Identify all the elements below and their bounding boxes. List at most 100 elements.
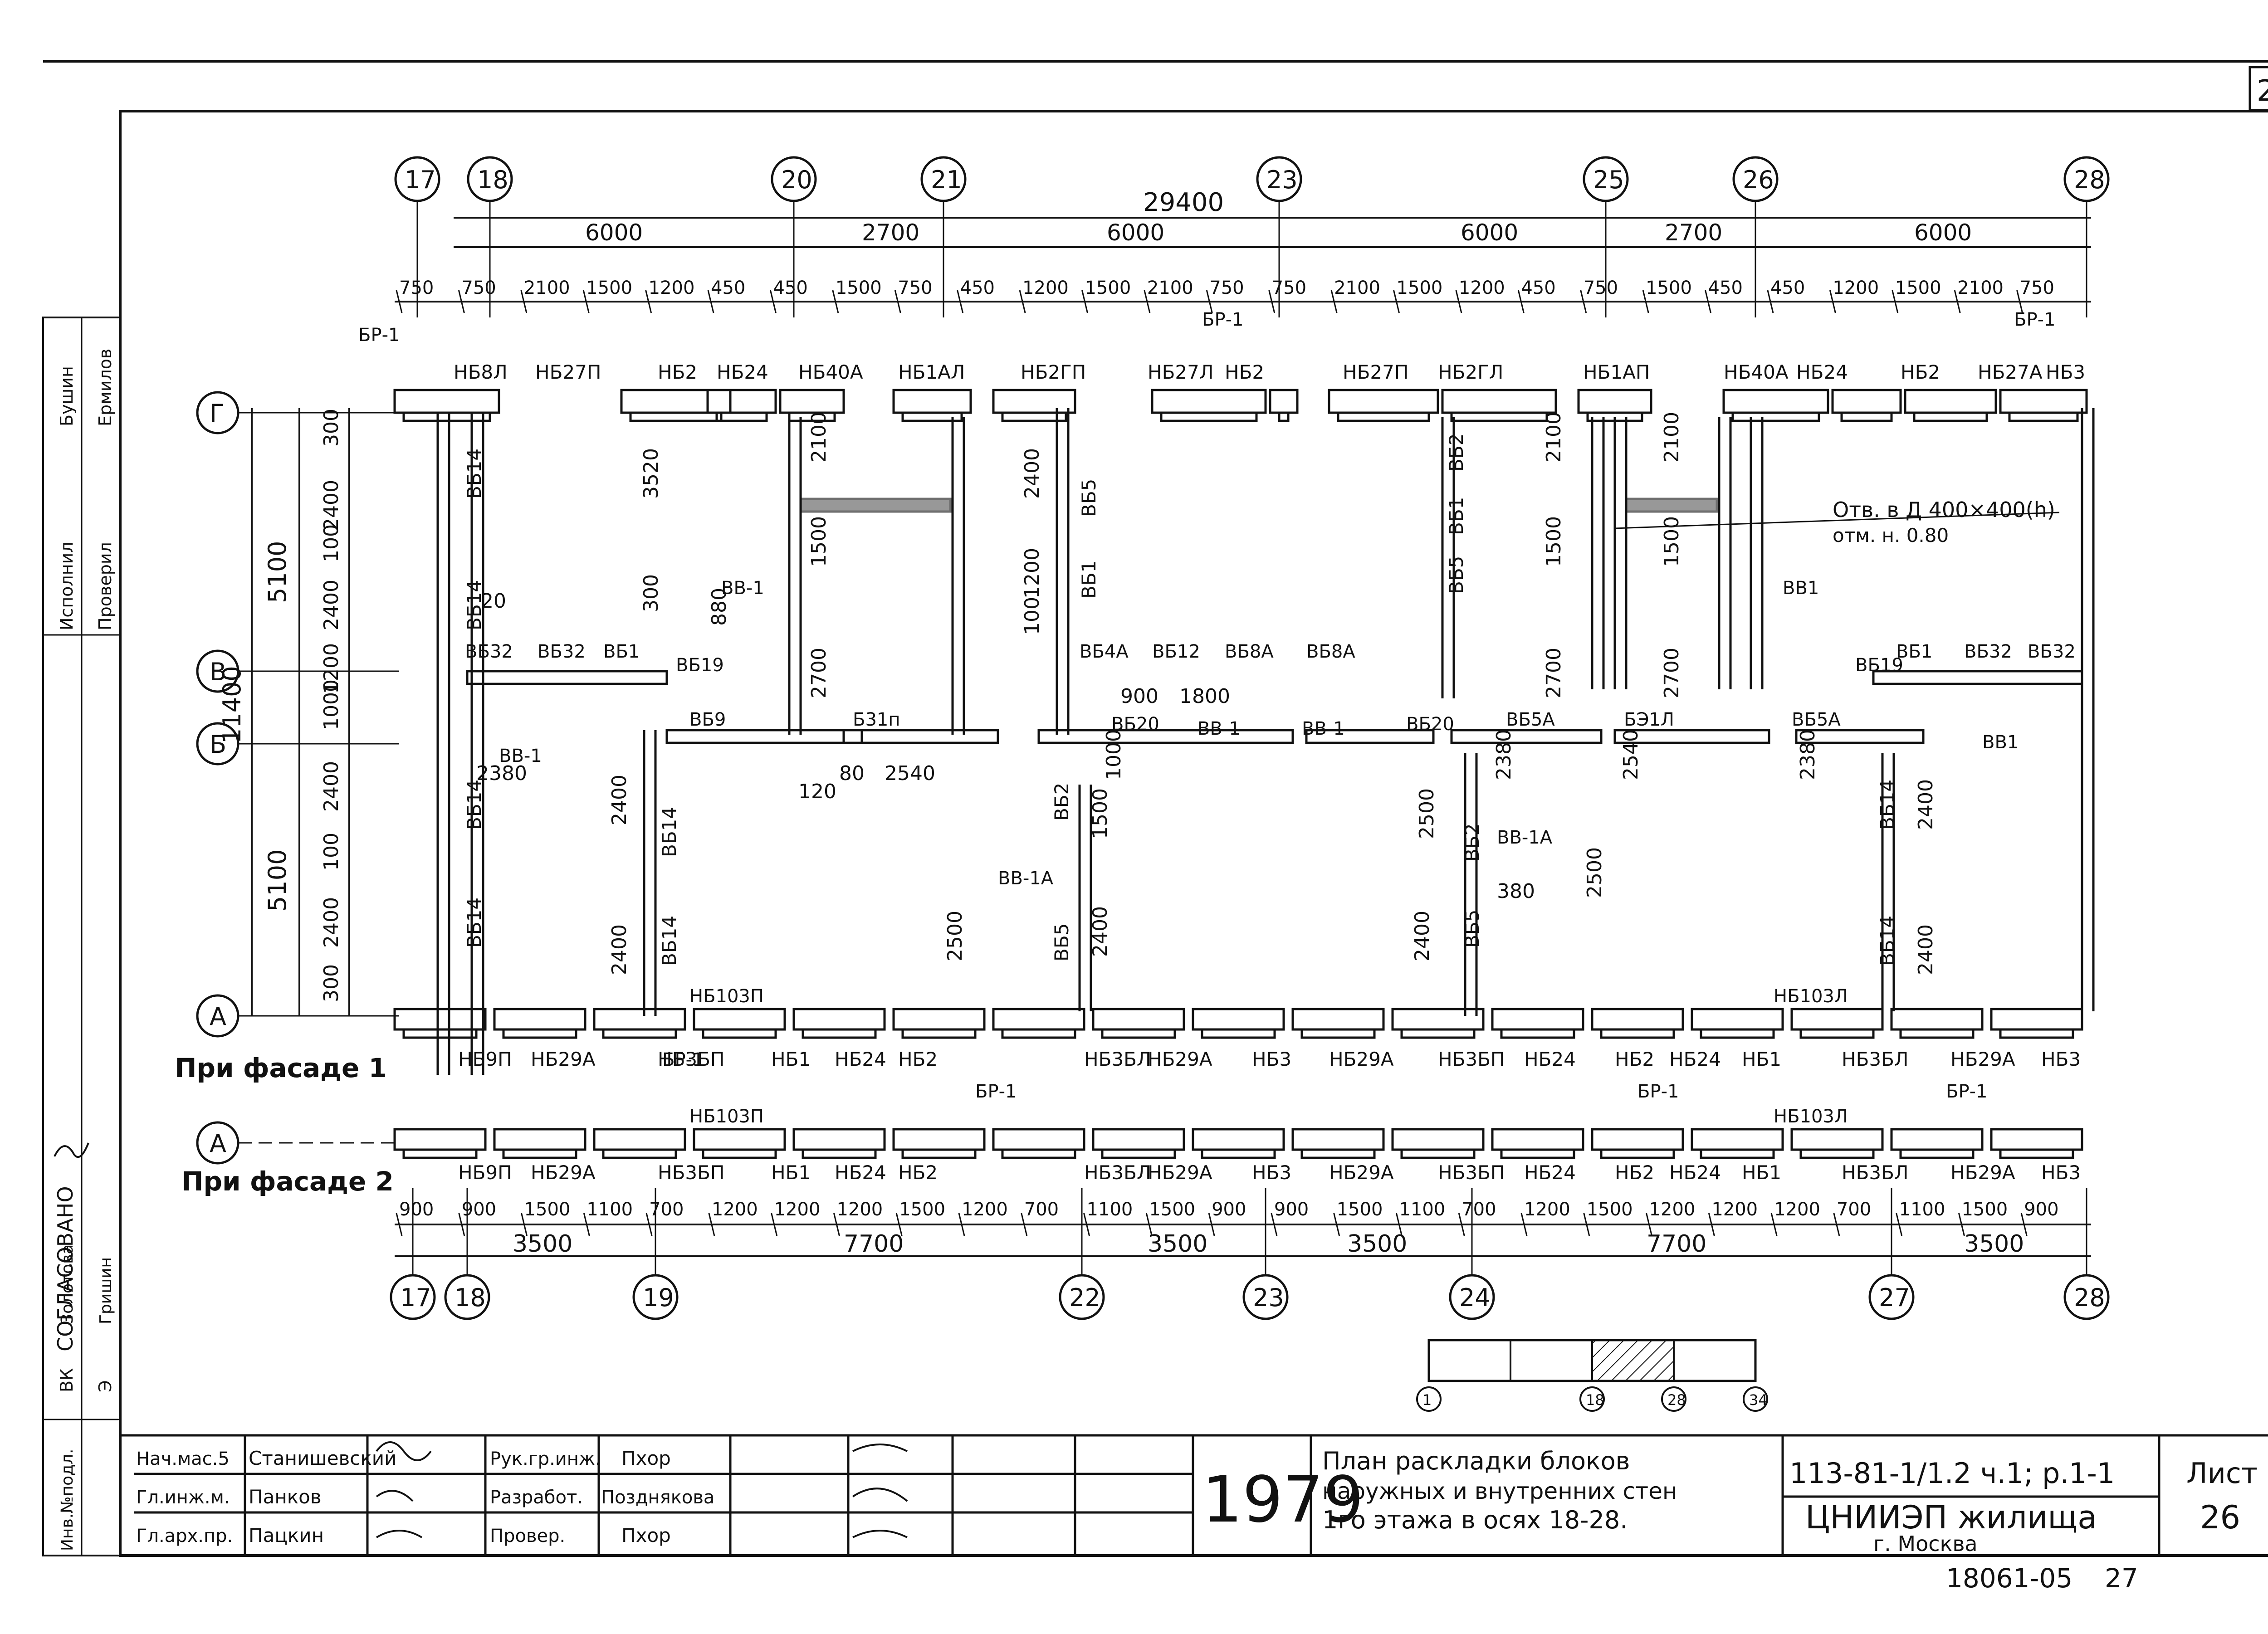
sig-name-2: Панков bbox=[249, 1486, 322, 1508]
left-dim-inner: 100 bbox=[320, 524, 343, 562]
bottom-dim-chain1: 900 bbox=[1212, 1199, 1246, 1220]
bottom-dim-chain1: 700 bbox=[1024, 1199, 1059, 1220]
dim-chain2: 1200 bbox=[649, 278, 695, 298]
axis-bottom-label: 17 bbox=[400, 1283, 431, 1312]
inner-block-label: БР-1 bbox=[2014, 309, 2055, 330]
inner-dim: 2380 bbox=[476, 762, 527, 785]
facade2-block-label: НБ24 bbox=[835, 1161, 886, 1184]
axis-top-label: 28 bbox=[2074, 166, 2105, 194]
inner-dim: 80 bbox=[839, 762, 865, 785]
inner-block-label: ВБ32 bbox=[465, 641, 513, 662]
inner-block-label: ВВ-1 bbox=[1302, 718, 1345, 739]
inner-dim: 880 bbox=[708, 588, 731, 626]
axis-top-label: 26 bbox=[1743, 166, 1774, 194]
axis-bottom-23: 23 bbox=[1242, 1188, 1289, 1320]
inner-block-label-vertical: ВБ14 bbox=[1876, 780, 1898, 830]
title-block bbox=[119, 1434, 2268, 1557]
dim-chain2: 450 bbox=[1770, 278, 1805, 298]
dim-chain2: 450 bbox=[773, 278, 807, 298]
inner-dim: 2100 bbox=[1660, 412, 1683, 463]
facade2-block-label: НБ3 bbox=[1252, 1161, 1291, 1184]
inv-label: Инв.№подл. bbox=[58, 1449, 77, 1551]
executed-label: Исполнил bbox=[57, 541, 77, 630]
axis-left-label: Г bbox=[210, 399, 225, 428]
sig-name-1: Станишевский bbox=[249, 1447, 396, 1469]
bottom-dim-chain2: 3500 bbox=[1347, 1230, 1407, 1258]
opening-note-1: Отв. в Д 400×400(h) bbox=[1833, 498, 2055, 522]
inner-block-label-vertical: ВБ5 bbox=[1051, 923, 1073, 961]
bottom-dim-chain1: 1500 bbox=[1337, 1199, 1383, 1220]
dim-chain1: 2700 bbox=[1665, 219, 1722, 246]
top-block-label: НБ2ГП bbox=[1021, 361, 1086, 383]
scale-key-marker: 1 bbox=[1416, 1386, 1442, 1412]
bottom-dim-chain1: 900 bbox=[399, 1199, 434, 1220]
axis-top-20: 20 bbox=[771, 156, 817, 317]
facade1-block-label: НБ3 bbox=[1252, 1048, 1291, 1070]
inner-dim: 900 bbox=[1120, 685, 1158, 708]
inner-block-label: ВВ-1А bbox=[998, 868, 1054, 889]
axis-top-26: 26 bbox=[1732, 156, 1779, 317]
left-dim-inner: 1200 bbox=[320, 643, 343, 694]
sig2-name-2: Позднякова bbox=[601, 1487, 714, 1508]
facade1-block-label: НБ9П bbox=[458, 1048, 512, 1070]
bottom-dim-chain2: 3500 bbox=[513, 1230, 572, 1258]
inner-dim: 2400 bbox=[1914, 924, 1937, 975]
inner-block-label-vertical: ВБ14 bbox=[463, 580, 485, 630]
sig-role-3: Гл.арх.пр. bbox=[136, 1526, 233, 1546]
axis-bottom-label: 23 bbox=[1253, 1283, 1284, 1312]
axis-left-label: А bbox=[210, 1129, 226, 1158]
inner-dim: 1500 bbox=[807, 516, 831, 567]
top-block-label: НБ2 bbox=[1901, 361, 1940, 383]
facade2-block-label: НБ3 bbox=[2041, 1161, 2081, 1184]
inner-dim: 2500 bbox=[943, 911, 967, 961]
inner-block-label: НБ103П bbox=[689, 986, 764, 1007]
facade2-block-label: НБ29А bbox=[1148, 1161, 1212, 1184]
opening-note-2: отм. н. 0.80 bbox=[1833, 524, 1949, 546]
inner-dim: 2400 bbox=[1021, 448, 1044, 499]
axis-left-Б: Б bbox=[196, 722, 399, 766]
inner-dim: 2380 bbox=[1492, 729, 1515, 780]
inner-dim: 1500 bbox=[1089, 788, 1112, 839]
sig2-role-2: Разработ. bbox=[490, 1487, 583, 1508]
axis-bottom-27: 27 bbox=[1868, 1188, 1915, 1320]
facade1-block-label: НБ29А bbox=[1950, 1048, 2015, 1070]
corner-number: 22 bbox=[2257, 74, 2268, 108]
left-dim-outer: 5100 bbox=[263, 849, 292, 912]
top-block-label: НБ2 bbox=[658, 361, 697, 383]
axis-bottom-19: 19 bbox=[632, 1188, 679, 1320]
dim-chain2: 2100 bbox=[1147, 278, 1193, 298]
top-block-label: НБ1АЛ bbox=[898, 361, 965, 383]
bottom-dim-chain2: 3500 bbox=[1964, 1230, 2024, 1258]
bottom-dim-chain1: 1200 bbox=[962, 1199, 1008, 1220]
axis-bottom-18: 18 bbox=[444, 1188, 490, 1320]
dim-chain2: 1500 bbox=[836, 278, 882, 298]
left-dim-outer: 5100 bbox=[263, 541, 292, 603]
inner-dim: 1000 bbox=[1102, 729, 1125, 780]
left-dim-inner: 1000 bbox=[320, 679, 343, 730]
title-line-2: наружных и внутренних стен bbox=[1322, 1478, 1677, 1504]
axis-top-label: 25 bbox=[1593, 166, 1624, 194]
approver-name-4: Гришин bbox=[97, 1257, 115, 1324]
dim-chain2: 450 bbox=[1708, 278, 1743, 298]
scale-key-marker: 28 bbox=[1661, 1386, 1686, 1412]
bottom-dim-chain1: 700 bbox=[1461, 1199, 1496, 1220]
sig-role-1: Нач.мас.5 bbox=[136, 1449, 230, 1469]
inner-block-label: ВВ-1А bbox=[1497, 827, 1553, 848]
bottom-dim-chain2: 7700 bbox=[844, 1230, 904, 1258]
handwritten-signatures bbox=[376, 1441, 908, 1538]
dim-chain2: 750 bbox=[399, 278, 434, 298]
bottom-dim-chain1: 1100 bbox=[1087, 1199, 1133, 1220]
facade1-block-label: НБ2 bbox=[898, 1048, 938, 1070]
bottom-dim-chain1: 1500 bbox=[1149, 1199, 1195, 1220]
facade1-block-label: НБ29А bbox=[1148, 1048, 1212, 1070]
facade-1-label: При фасаде 1 bbox=[175, 1053, 387, 1083]
checked-label: Проверил bbox=[95, 542, 115, 630]
signature-mark bbox=[54, 1142, 89, 1158]
top-block-label: НБ24 bbox=[1796, 361, 1848, 383]
inner-block-label: БР-1 bbox=[1637, 1081, 1679, 1102]
